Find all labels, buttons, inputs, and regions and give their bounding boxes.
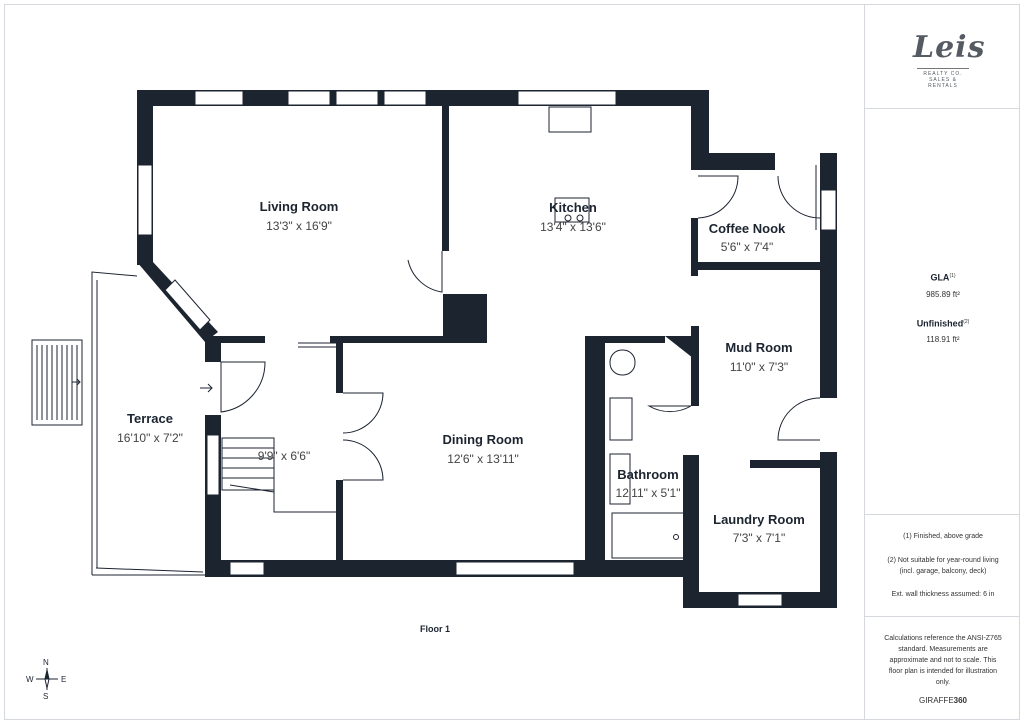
logo-text: Leis <box>913 30 986 65</box>
compass-icon <box>36 668 58 690</box>
room-dims-bathroom: 12'11" x 5'1" <box>616 486 681 500</box>
room-name-kitchen: Kitchen <box>549 200 597 215</box>
room-dims-dining-room: 12'6" x 13'11" <box>447 452 519 466</box>
footer-brand-prefix: GIRAFFE <box>918 696 954 705</box>
room-dims-living-room: 13'3" x 16'9" <box>266 219 332 233</box>
logo-sub: REALTY CO. SALES & RENTALS <box>917 68 969 89</box>
room-name-mud-room: Mud Room <box>725 340 792 355</box>
room-name-terrace: Terrace <box>127 411 173 426</box>
compass-n: N <box>43 658 49 667</box>
unfinished-value: 118.91 ft² <box>926 335 960 344</box>
compass-w: W <box>26 675 34 684</box>
gla-note: (1) <box>949 273 956 279</box>
floor-label: Floor 1 <box>419 624 450 634</box>
room-dims-kitchen: 13'4" x 13'6" <box>540 220 606 234</box>
footer-brand: GIRAFFE360 <box>865 695 1021 706</box>
notes-section: (1) Finished, above grade (2) Not suitab… <box>865 514 1020 619</box>
room-dims-coffee-nook: 5'6" x 7'4" <box>721 240 773 254</box>
unfinished-note: (2) <box>963 319 970 325</box>
room-dims-hall: 9'9" x 6'6" <box>258 449 310 463</box>
area-section: GLA(1) 985.89 ft² Unfinished(2) 118.91 f… <box>865 108 1020 509</box>
room-dims-terrace: 16'10" x 7'2" <box>117 431 183 445</box>
gla-label: GLA <box>930 272 950 283</box>
room-name-bathroom: Bathroom <box>617 467 678 482</box>
room-name-coffee-nook: Coffee Nook <box>709 221 786 236</box>
disclaimer-line-1: Calculations reference the ANSI-Z765 <box>884 635 1002 642</box>
note-unfinished-1: (2) Not suitable for year-round living <box>887 557 999 564</box>
gla-value: 985.89 ft² <box>926 290 960 299</box>
info-sidebar: Leis REALTY CO. SALES & RENTALS GLA(1) 9… <box>864 4 1020 720</box>
entry-arrow <box>72 378 213 393</box>
room-dims-laundry-room: 7'3" x 7'1" <box>733 531 785 545</box>
room-name-dining-room: Dining Room <box>443 432 524 447</box>
unfinished-label: Unfinished <box>916 318 964 329</box>
room-dims-mud-room: 11'0" x 7'3" <box>730 360 788 374</box>
logo-sub-text: REALTY CO. <box>923 71 963 77</box>
windows <box>137 90 837 607</box>
disclaimer-line-3: approximate and not to scale. This <box>889 657 997 664</box>
note-unfinished-2: (incl. garage, balcony, deck) <box>899 568 987 575</box>
floor-plan: N S E W Living Room 13'3" x 16'9" Kitche… <box>26 90 837 701</box>
disclaimer-line-5: only. <box>935 679 951 686</box>
fixtures <box>31 106 821 576</box>
note-finished: (1) Finished, above grade <box>903 533 983 540</box>
room-name-laundry-room: Laundry Room <box>713 512 805 527</box>
room-name-living-room: Living Room <box>260 199 339 214</box>
compass-e: E <box>61 675 66 684</box>
disclaimer-line-4: floor plan is intended for illustration <box>888 668 998 675</box>
plan-sheet <box>4 4 1020 720</box>
disclaimer-section: Calculations reference the ANSI-Z765 sta… <box>865 616 1020 721</box>
note-wall-thickness: Ext. wall thickness assumed: 6 in <box>891 591 995 598</box>
footer-brand-suffix: 360 <box>953 696 968 705</box>
compass-s: S <box>43 692 48 701</box>
disclaimer-line-2: standard. Measurements are <box>898 646 988 653</box>
logo-tagline: SALES & RENTALS <box>928 77 958 89</box>
